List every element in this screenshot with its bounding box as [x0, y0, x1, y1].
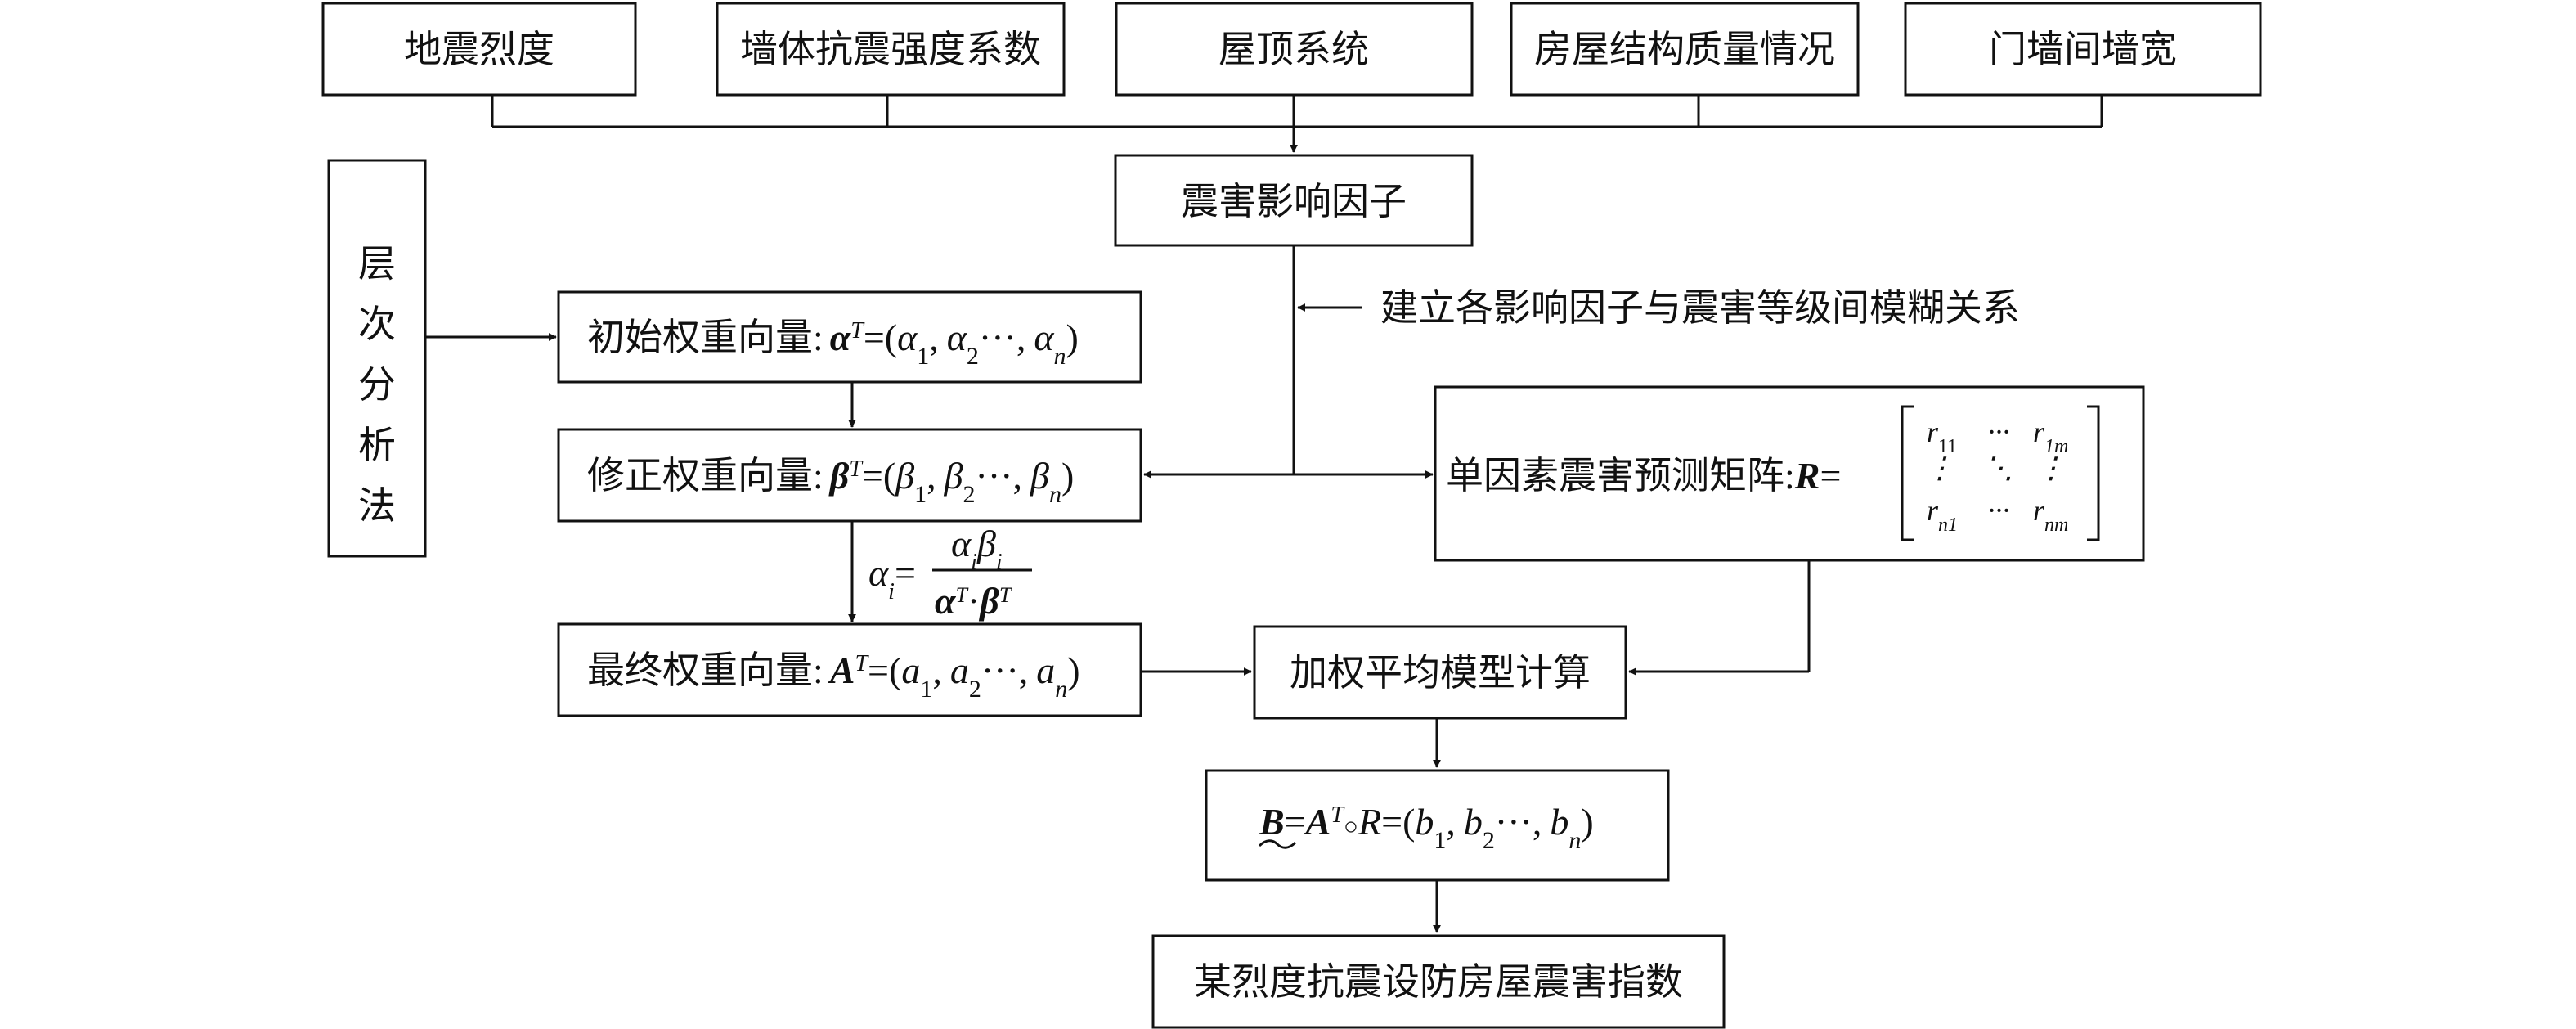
initial-weight-box: 初始权重向量:αT=(α1,α2···,αn)	[557, 290, 1142, 384]
result-box: B=AT○R=(b1,b2···,bn)	[1205, 769, 1670, 882]
matrix-box: 单因素震害预测矩阵:R= r11 ··· r1m ⋮ ⋱ ⋮ rn1 ··· r…	[1434, 385, 2145, 562]
weighted-average-box: 加权平均模型计算	[1253, 625, 1627, 720]
damage-index-box: 某烈度抗震设防房屋震害指数	[1151, 934, 1726, 1029]
fuzzy-tilde-mark	[1258, 839, 1297, 849]
formula-lhs: αi=	[868, 552, 916, 604]
matrix-ddots: ⋱	[1984, 452, 2013, 484]
factor-box-door-wall-width: 门墙间墙宽	[1904, 2, 2262, 97]
factor-label: 墙体抗震强度系数	[740, 27, 1041, 71]
factor-label: 门墙间墙宽	[1989, 27, 2177, 71]
factor-label: 房屋结构质量情况	[1534, 27, 1835, 71]
formula-numerator: αiβi	[951, 523, 1003, 575]
ahp-char: 层	[358, 241, 396, 285]
matrix-r1m: r1m	[2033, 416, 2068, 457]
influence-factor-box: 震害影响因子	[1114, 154, 1474, 247]
corrected-weight-text: 修正权重向量:βT=(β1,β2···,βn)	[587, 455, 1074, 508]
weighted-average-label: 加权平均模型计算	[1290, 650, 1591, 694]
final-weight-text: 最终权重向量:AT=(a1,a2···,an)	[587, 649, 1080, 703]
corrected-weight-box: 修正权重向量:βT=(β1,β2···,βn)	[557, 428, 1142, 523]
initial-weight-text: 初始权重向量:αT=(α1,α2···,αn)	[587, 317, 1079, 370]
factor-box-roof: 屋顶系统	[1115, 2, 1474, 97]
fuzzy-relation-label: 建立各影响因子与震害等级间模糊关系	[1380, 285, 2020, 330]
ahp-box: 层 次 分 析 法	[327, 159, 427, 558]
ahp-char: 法	[358, 483, 396, 528]
matrix-r11: r11	[1927, 416, 1957, 457]
ahp-char: 分	[358, 362, 396, 407]
matrix-hdots-bottom: ···	[1988, 494, 2010, 527]
matrix-vdots-right: ⋮	[2036, 452, 2066, 484]
factor-box-wall-strength: 墙体抗震强度系数	[716, 2, 1066, 97]
influence-connectors	[1143, 245, 1434, 479]
matrix-rn1: rn1	[1927, 494, 1958, 536]
ahp-char: 次	[358, 302, 396, 346]
matrix-vdots-left: ⋮	[1925, 452, 1954, 484]
matrix-to-weighted-connector	[1628, 560, 1811, 676]
matrix-rnm: rnm	[2033, 494, 2068, 536]
formula-denominator: αT·βT	[935, 580, 1012, 622]
factor-connectors	[491, 95, 2103, 153]
influence-factor-label: 震害影响因子	[1181, 179, 1407, 223]
result-formula: B=AT○R=(b1,b2···,bn)	[1259, 801, 1594, 854]
ahp-char: 析	[358, 423, 396, 467]
matrix-left-bracket	[1901, 405, 1914, 541]
factor-box-intensity: 地震烈度	[321, 2, 637, 97]
matrix-hdots-top: ···	[1988, 416, 2010, 448]
final-weight-box: 最终权重向量:AT=(a1,a2···,an)	[557, 622, 1142, 717]
factor-box-structure-quality: 房屋结构质量情况	[1510, 2, 1860, 97]
factor-label: 地震烈度	[404, 27, 554, 71]
matrix-right-bracket	[2087, 405, 2100, 541]
correction-formula: αi= αiβi αT·βT	[868, 523, 1032, 622]
damage-index-label: 某烈度抗震设防房屋震害指数	[1194, 959, 1683, 1004]
matrix-label: 单因素震害预测矩阵:R=	[1446, 455, 1841, 497]
factor-label: 屋顶系统	[1218, 27, 1369, 71]
